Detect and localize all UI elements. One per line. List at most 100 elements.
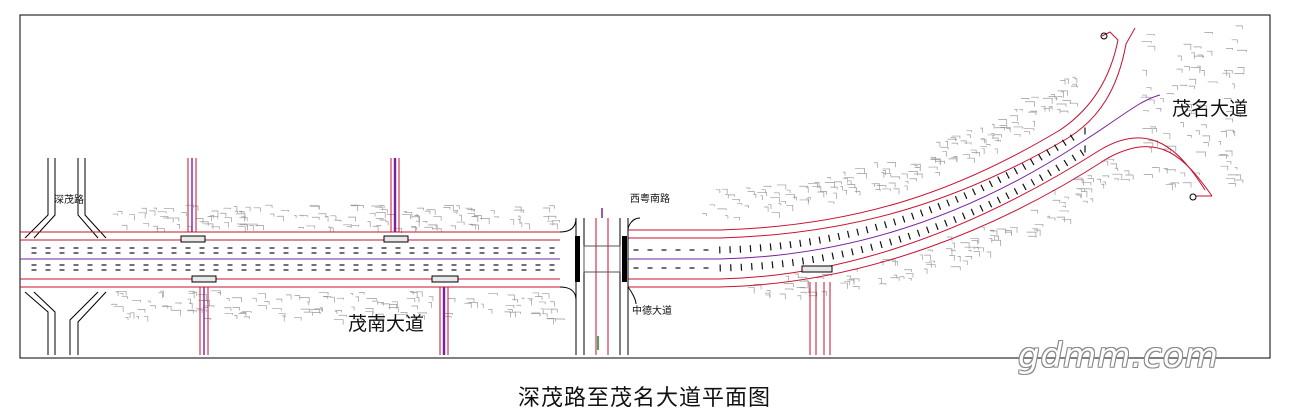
terrain-mark	[538, 301, 546, 305]
terrain-mark	[1025, 101, 1035, 107]
terrain-mark	[930, 156, 936, 163]
terrain-mark	[1187, 104, 1192, 109]
lane-dash	[1021, 163, 1027, 170]
lane-dash	[846, 230, 850, 238]
terrain-mark	[424, 226, 433, 230]
terrain-mark	[456, 221, 465, 225]
lane-dash	[1061, 139, 1067, 147]
terrain-mark	[1060, 80, 1066, 85]
terrain-detail	[110, 25, 1247, 325]
terrain-mark	[991, 239, 1001, 247]
terrain-mark	[875, 189, 881, 192]
terrain-mark	[372, 225, 379, 232]
terrain-mark	[1074, 193, 1082, 198]
terrain-mark	[1156, 108, 1162, 112]
terrain-mark	[351, 224, 360, 227]
terrain-mark	[549, 223, 558, 230]
terrain-mark	[369, 212, 376, 217]
terrain-mark	[144, 316, 149, 322]
terrain-mark	[996, 228, 1006, 234]
terrain-mark	[1027, 235, 1037, 238]
terrain-mark	[854, 191, 861, 196]
terrain-mark	[402, 214, 411, 220]
terrain-mark	[424, 210, 431, 215]
terrain-mark	[175, 302, 182, 305]
terrain-mark	[188, 290, 195, 294]
lane-dash	[870, 243, 874, 251]
terrain-mark	[494, 216, 499, 218]
terrain-mark	[986, 144, 991, 146]
terrain-mark	[1082, 182, 1092, 186]
terrain-mark	[242, 311, 252, 313]
terrain-mark	[882, 170, 886, 176]
terrain-mark	[786, 204, 794, 212]
terrain-mark	[1143, 110, 1149, 113]
terrain-mark	[1061, 201, 1066, 205]
terrain-mark	[479, 218, 490, 225]
terrain-mark	[1041, 105, 1046, 112]
terrain-mark	[1223, 98, 1232, 100]
terrain-mark	[187, 310, 197, 313]
terrain-mark	[890, 176, 901, 180]
terrain-mark	[1201, 124, 1207, 129]
terrain-mark	[1193, 46, 1202, 49]
terrain-mark	[1101, 183, 1105, 189]
terrain-mark	[422, 221, 428, 224]
terrain-mark	[945, 140, 948, 147]
terrain-mark	[546, 317, 556, 322]
terrain-mark	[371, 205, 382, 208]
terrain-mark	[143, 223, 150, 227]
terrain-mark	[490, 210, 495, 215]
terrain-mark	[1000, 126, 1011, 133]
terrain-mark	[1143, 142, 1154, 148]
terrain-mark	[1078, 188, 1082, 192]
terrain-mark	[1220, 131, 1227, 138]
lane-dash	[935, 223, 939, 231]
terrain-mark	[210, 214, 215, 219]
terrain-mark	[136, 316, 139, 319]
terrain-mark	[753, 194, 757, 198]
terrain-mark	[298, 227, 304, 229]
terrain-mark	[771, 212, 780, 218]
terrain-mark	[517, 219, 521, 224]
terrain-mark	[776, 184, 787, 190]
terrain-mark	[963, 142, 972, 145]
terrain-mark	[733, 217, 741, 221]
terrain-mark	[821, 291, 827, 297]
terrain-mark	[121, 296, 128, 299]
lane-dash	[771, 261, 774, 269]
terrain-mark	[976, 247, 984, 252]
terrain-mark	[174, 217, 180, 222]
lane-dash	[996, 196, 1001, 204]
lane-dash	[1047, 169, 1052, 177]
terrain-mark	[807, 183, 818, 189]
terrain-mark	[1057, 95, 1063, 98]
terrain-mark	[433, 216, 442, 221]
lane-dash	[961, 212, 966, 220]
terrain-mark	[807, 291, 818, 297]
terrain-mark	[239, 210, 243, 214]
terrain-mark	[551, 308, 558, 313]
lane-dash	[963, 192, 968, 200]
terrain-mark	[465, 207, 473, 212]
terrain-mark	[1168, 183, 1176, 188]
terrain-mark	[269, 213, 275, 217]
terrain-mark	[138, 212, 146, 219]
terrain-mark	[999, 125, 1008, 130]
terrain-mark	[1232, 130, 1236, 137]
lane-dash	[889, 238, 893, 246]
terrain-mark	[1124, 170, 1130, 176]
terrain-mark	[760, 195, 763, 201]
terrain-mark	[211, 210, 219, 217]
terrain-mark	[1072, 76, 1076, 80]
terrain-mark	[281, 315, 285, 322]
terrain-mark	[994, 148, 998, 154]
terrain-mark	[247, 223, 258, 227]
terrain-mark	[294, 295, 301, 300]
terrain-mark	[1072, 83, 1077, 87]
terrain-mark	[1112, 173, 1123, 179]
terrain-mark	[1235, 179, 1244, 183]
lane-dash	[988, 200, 993, 208]
terrain-mark	[1225, 178, 1236, 183]
terrain-mark	[1114, 178, 1120, 181]
